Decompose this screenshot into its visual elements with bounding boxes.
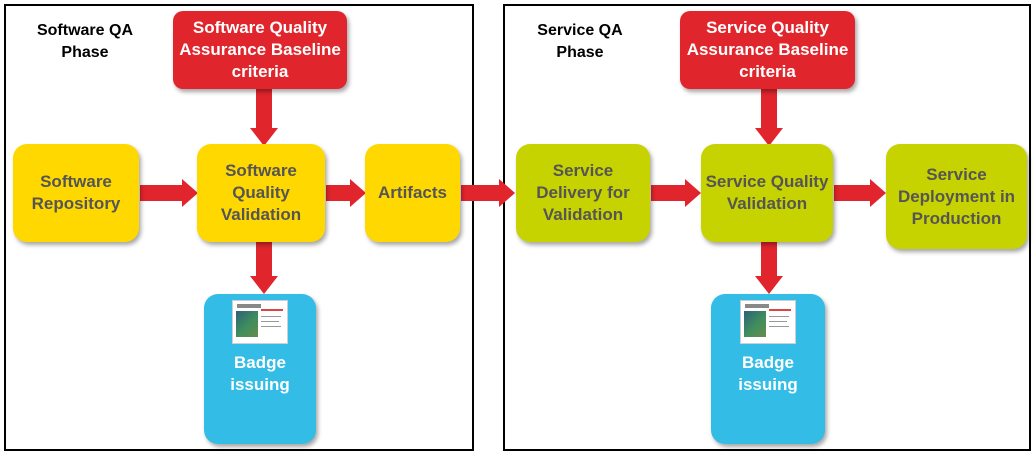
software-repository-box: Software Repository bbox=[13, 144, 139, 242]
arrow-head bbox=[350, 179, 366, 207]
arrow-validation-to-deployment bbox=[834, 185, 870, 201]
arrow-validation-to-artifacts bbox=[326, 185, 350, 201]
arrow-repo-to-validation bbox=[140, 185, 182, 201]
arrow-head bbox=[250, 128, 278, 146]
artifacts-box: Artifacts bbox=[365, 144, 460, 242]
software-baseline-criteria-label: Software Quality Assurance Baseline crit… bbox=[179, 18, 341, 81]
software-quality-validation-label: Software Quality Validation bbox=[220, 161, 302, 224]
service-quality-validation-label: Service Quality Validation bbox=[705, 172, 829, 213]
arrow-baseline-to-validation bbox=[256, 88, 272, 128]
service-baseline-criteria-box: Service Quality Assurance Baseline crite… bbox=[680, 11, 855, 89]
service-delivery-label: Service Delivery for Validation bbox=[536, 161, 630, 224]
arrow-head bbox=[755, 276, 783, 294]
arrow-head bbox=[685, 179, 701, 207]
arrow-head bbox=[755, 128, 783, 146]
software-qa-phase-label: Software QA Phase bbox=[36, 22, 133, 61]
badge-certificate-icon bbox=[740, 300, 796, 344]
software-baseline-criteria-box: Software Quality Assurance Baseline crit… bbox=[173, 11, 347, 89]
arrow-artifacts-to-delivery bbox=[461, 185, 499, 201]
arrow-service-baseline-to-validation bbox=[761, 88, 777, 128]
arrow-service-validation-to-badge bbox=[761, 242, 777, 276]
software-quality-validation-box: Software Quality Validation bbox=[197, 144, 325, 242]
service-quality-validation-box: Service Quality Validation bbox=[701, 144, 833, 242]
service-badge-issuing-label: Badge issuing bbox=[738, 353, 798, 394]
service-delivery-box: Service Delivery for Validation bbox=[516, 144, 650, 242]
arrow-head bbox=[499, 179, 515, 207]
service-deployment-label: Service Deployment in Production bbox=[897, 164, 1016, 228]
arrow-validation-to-badge bbox=[256, 242, 272, 276]
arrow-head bbox=[250, 276, 278, 294]
service-qa-phase-label: Service QA Phase bbox=[537, 22, 623, 61]
service-baseline-criteria-label: Service Quality Assurance Baseline crite… bbox=[686, 18, 849, 81]
badge-certificate-icon bbox=[232, 300, 288, 344]
arrow-delivery-to-validation bbox=[651, 185, 685, 201]
service-badge-issuing-box: Badge issuing bbox=[711, 294, 825, 444]
arrow-head bbox=[870, 179, 886, 207]
software-repository-label: Software Repository bbox=[31, 172, 121, 213]
service-deployment-box: Service Deployment in Production bbox=[886, 144, 1027, 249]
artifacts-label: Artifacts bbox=[378, 183, 447, 202]
software-badge-issuing-label: Badge issuing bbox=[230, 353, 290, 394]
software-badge-issuing-box: Badge issuing bbox=[204, 294, 316, 444]
arrow-head bbox=[182, 179, 198, 207]
